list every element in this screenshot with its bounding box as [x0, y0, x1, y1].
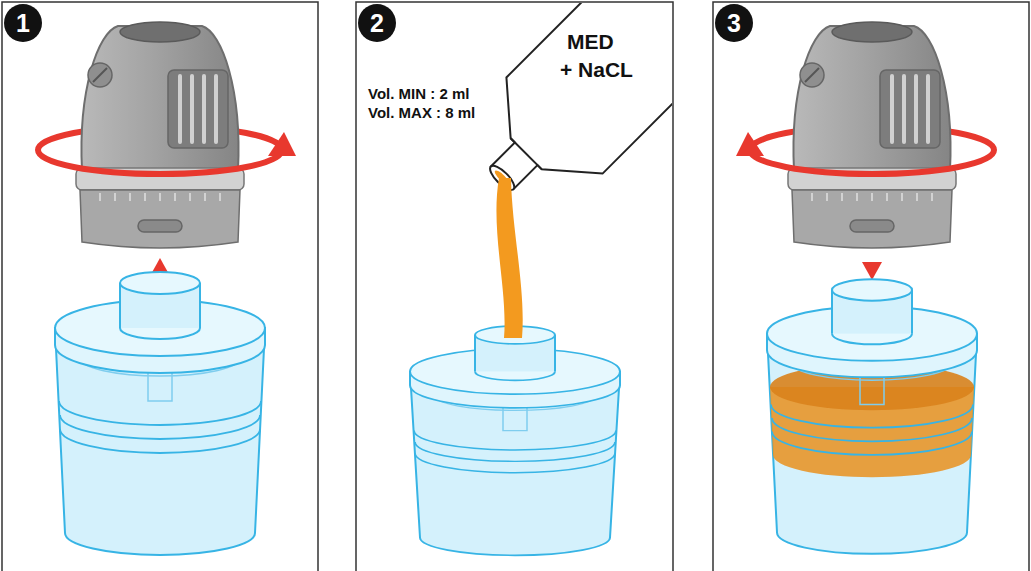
- syringe-tube: [450, 3, 672, 230]
- direction-arrow: [862, 262, 882, 280]
- rotate-arrow: [38, 132, 296, 174]
- step-number: 3: [715, 4, 753, 42]
- nebulizer-cap: [76, 22, 244, 248]
- medication-cup: [410, 326, 620, 555]
- step-number-text: 3: [727, 11, 741, 36]
- tube-label: MED: [567, 30, 614, 53]
- step-number: 1: [4, 4, 42, 42]
- volume-note: Vol. MIN : 2 ml: [368, 86, 469, 103]
- step-number-text: 2: [370, 11, 384, 36]
- step-number-text: 1: [16, 11, 30, 36]
- tube-label: + NaCL: [560, 58, 633, 81]
- step-number: 2: [358, 4, 396, 42]
- medication-cup: [55, 272, 265, 555]
- liquid-stream: [496, 178, 522, 338]
- rotate-arrow: [736, 132, 994, 174]
- nebulizer-cap: [788, 22, 956, 248]
- medication-cup: [767, 279, 977, 554]
- volume-note: Vol. MAX : 8 ml: [368, 105, 475, 122]
